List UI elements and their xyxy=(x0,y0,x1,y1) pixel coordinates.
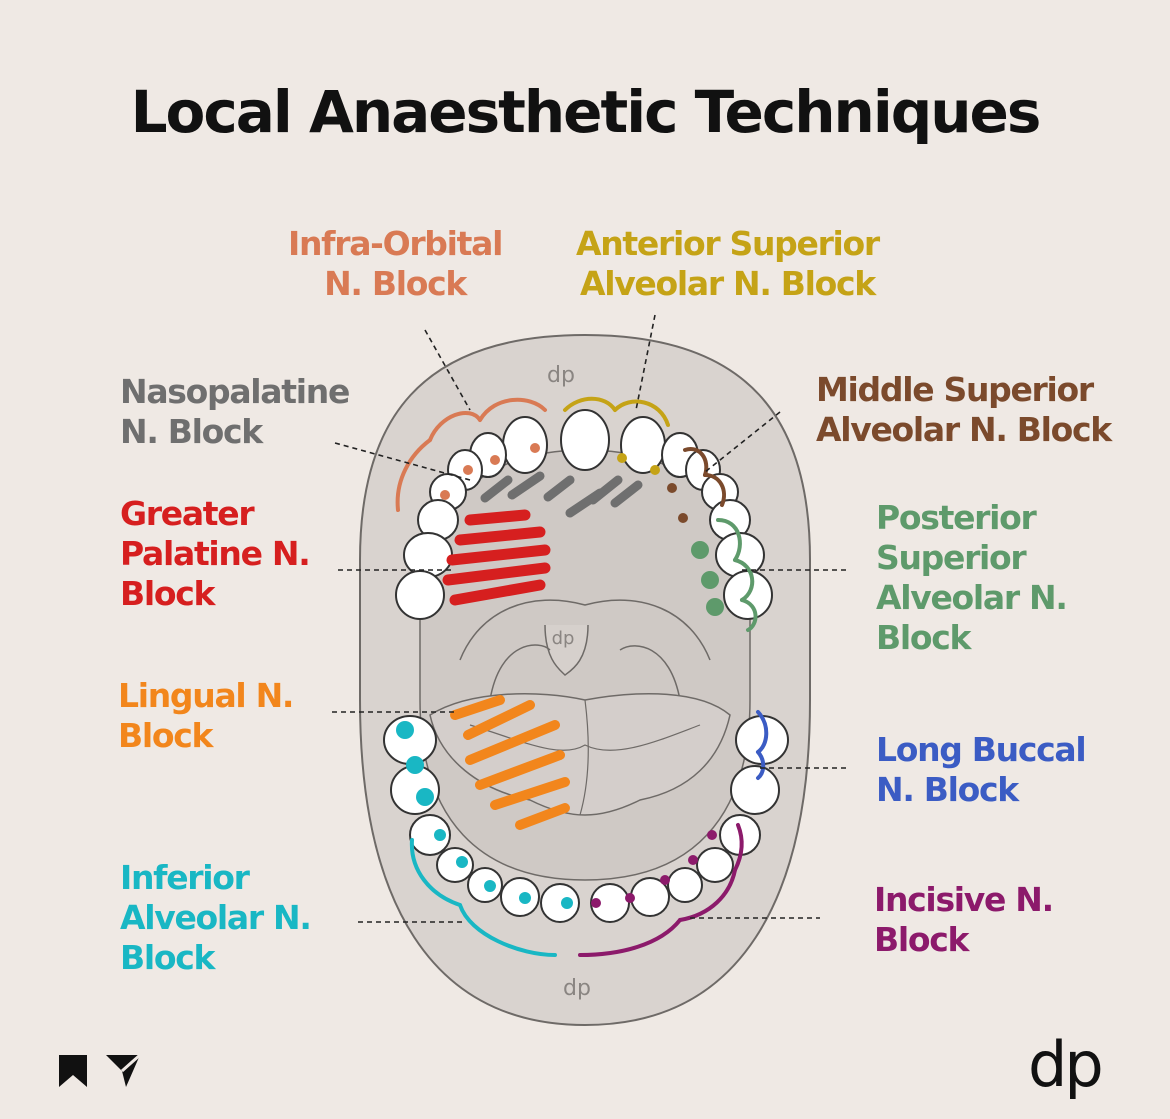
page-title: Local Anaesthetic Techniques xyxy=(130,78,1042,146)
watermark-middle: dp xyxy=(552,628,575,649)
soft-palate xyxy=(459,599,711,661)
posterior-superior-region xyxy=(716,518,758,632)
watermark-top: dp xyxy=(547,363,575,388)
inferior-alveolar-region xyxy=(409,838,557,957)
bookmark-icon[interactable] xyxy=(56,1053,90,1089)
label-incisive: Incisive N.Block xyxy=(874,880,1054,959)
infra-orbital-dots xyxy=(440,443,540,500)
upper-teeth xyxy=(395,409,773,620)
greater-palatine-region xyxy=(442,509,551,606)
middle-superior-dots xyxy=(667,483,688,523)
send-icon[interactable] xyxy=(104,1053,142,1089)
leader-lines xyxy=(332,314,850,923)
incisive-region xyxy=(578,823,744,957)
long-buccal-region xyxy=(756,710,769,780)
anterior-superior-dots xyxy=(617,453,660,475)
inferior-alveolar-dots xyxy=(396,721,573,909)
brand-logo: dp xyxy=(1028,1028,1104,1101)
tongue xyxy=(429,693,731,816)
throat-arch xyxy=(489,644,681,701)
nasopalatine-region xyxy=(480,471,643,518)
lingual-region xyxy=(450,695,570,830)
infra-orbital-region xyxy=(395,397,547,512)
anterior-superior-region xyxy=(563,396,670,427)
incisive-dots xyxy=(591,830,717,908)
uvula xyxy=(544,624,589,676)
watermark-bottom: dp xyxy=(563,976,591,1001)
posterior-superior-dots xyxy=(691,541,724,616)
label-lingual: Lingual N.Block xyxy=(118,676,294,755)
